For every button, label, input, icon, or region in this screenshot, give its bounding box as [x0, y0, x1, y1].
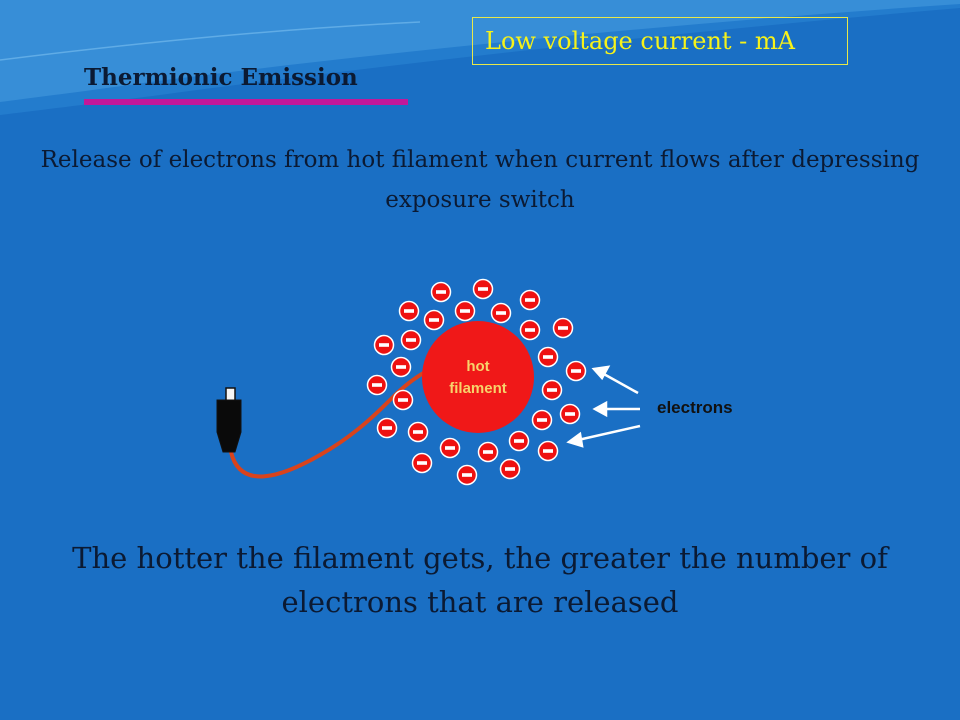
- electron-12: –: [537, 346, 559, 368]
- arrow-upper: [601, 371, 639, 395]
- electron-23: –: [439, 437, 461, 459]
- electron-18: –: [559, 403, 581, 425]
- current-callout: Low voltage current - mA: [472, 17, 848, 65]
- slide-subtitle: Release of electrons from hot filament w…: [40, 147, 920, 213]
- arrow-lower: [577, 424, 641, 442]
- electron-26: –: [411, 452, 433, 474]
- electron-11: –: [373, 334, 395, 356]
- electron-20: –: [376, 417, 398, 439]
- arrow-lower-head: [566, 431, 584, 448]
- electron-19: –: [531, 409, 553, 431]
- electron-3: –: [519, 289, 541, 311]
- electrons-arrows: [566, 365, 641, 448]
- electron-25: –: [537, 440, 559, 462]
- electron-4: –: [398, 300, 420, 322]
- electron-22: –: [508, 430, 530, 452]
- electron-cloud: ––––––––––––––––––––––––––––: [366, 278, 587, 486]
- title-underline: [84, 99, 408, 105]
- electron-13: –: [390, 356, 412, 378]
- plug-connector-icon: [216, 387, 242, 453]
- electron-28: –: [456, 464, 478, 486]
- electron-2: –: [430, 281, 452, 303]
- electron-24: –: [477, 441, 499, 463]
- hot-filament: [422, 321, 534, 433]
- electron-7: –: [423, 309, 445, 331]
- electron-14: –: [565, 360, 587, 382]
- electrons-label: electrons: [657, 398, 733, 417]
- electron-15: –: [366, 374, 388, 396]
- electron-21: –: [407, 421, 429, 443]
- electron-6: –: [490, 302, 512, 324]
- electron-1: –: [472, 278, 494, 300]
- electron-16: –: [541, 379, 563, 401]
- arrow-middle-head: [592, 400, 608, 418]
- filament-label-line1: hot: [466, 358, 489, 375]
- background-swoosh: [0, 0, 960, 115]
- conclusion-text: The hotter the filament gets, the greate…: [72, 541, 888, 619]
- filament-wire: [229, 370, 427, 479]
- electron-5: –: [454, 300, 476, 322]
- filament-label-line2: filament: [449, 380, 507, 397]
- electron-8: –: [552, 317, 574, 339]
- arrow-upper-head: [591, 365, 611, 381]
- electron-9: –: [519, 319, 541, 341]
- electron-27: –: [499, 458, 521, 480]
- electron-17: –: [392, 389, 414, 411]
- electron-10: –: [400, 329, 422, 351]
- slide-title: Thermionic Emission: [84, 64, 358, 91]
